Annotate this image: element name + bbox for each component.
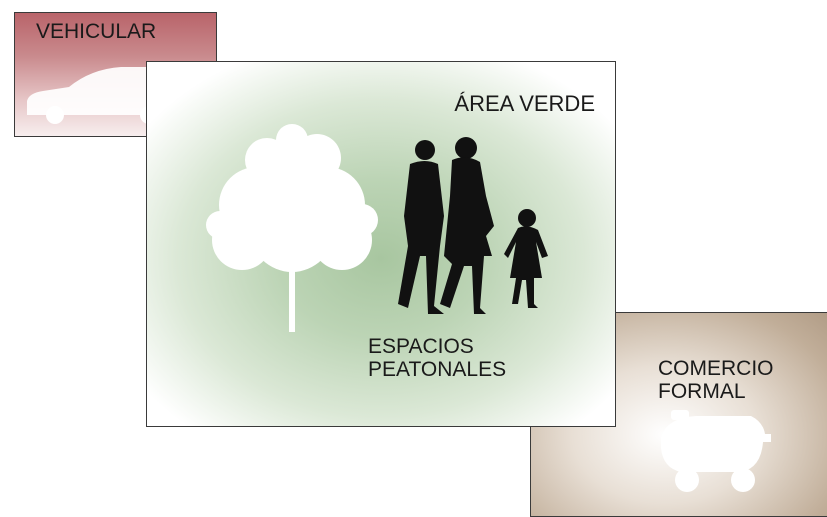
comercio-label-line2: FORMAL — [658, 379, 746, 403]
area-verde-label: ÁREA VERDE — [454, 91, 595, 116]
vehicular-label: VEHICULAR — [36, 20, 157, 43]
tree-icon — [206, 124, 378, 332]
area-verde-panel: ÁREA VERDE — [146, 61, 616, 427]
pedestrians-icon — [398, 137, 548, 314]
peatonales-label-line1: ESPACIOS — [368, 335, 474, 358]
comercio-formal-label: COMERCIO FORMAL — [658, 357, 774, 403]
comercio-label-line1: COMERCIO — [658, 357, 774, 380]
vendor-cart-icon — [661, 410, 771, 492]
peatonales-label-line2: PEATONALES — [368, 357, 507, 381]
espacios-peatonales-label: ESPACIOS PEATONALES — [368, 335, 507, 381]
